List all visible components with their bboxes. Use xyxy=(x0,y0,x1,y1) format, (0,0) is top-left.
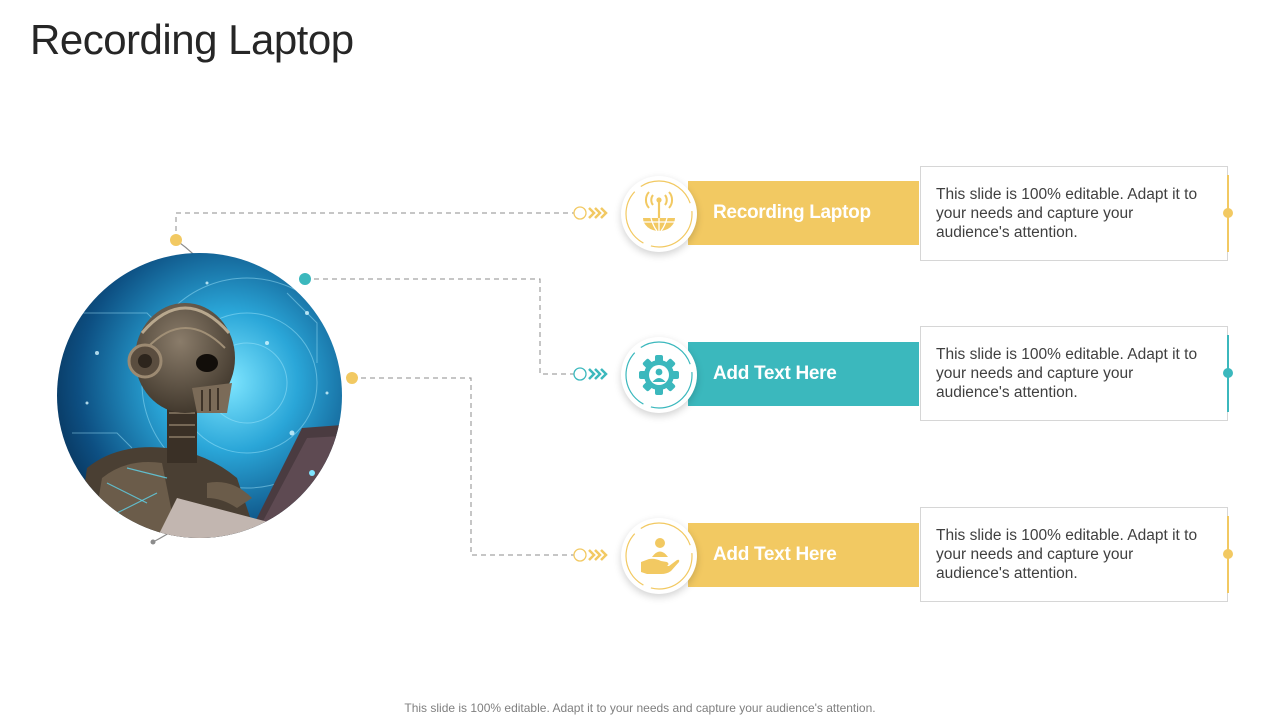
network-globe-icon xyxy=(625,180,693,248)
item-1-heading: Recording Laptop xyxy=(713,202,871,223)
item-3-edge-dot xyxy=(1223,549,1233,559)
connector-2-dot xyxy=(299,273,311,285)
robot-laptop-illustration xyxy=(57,253,342,538)
item-1-banner: Recording Laptop xyxy=(688,181,919,245)
arc-end-dot xyxy=(150,539,156,545)
item-3-heading: Add Text Here xyxy=(713,544,837,565)
connector-1-end xyxy=(573,206,587,220)
connector-3-dot xyxy=(346,372,358,384)
item-2-banner: Add Text Here xyxy=(688,342,919,406)
item-1-description: This slide is 100% editable. Adapt it to… xyxy=(936,186,1198,241)
item-3-description: This slide is 100% editable. Adapt it to… xyxy=(936,527,1198,582)
item-3-icon-disc xyxy=(621,518,697,594)
item-2-description-box: This slide is 100% editable. Adapt it to… xyxy=(920,326,1233,421)
item-1-icon-disc xyxy=(621,176,697,252)
item-3-banner: Add Text Here xyxy=(688,523,919,587)
connector-1-dot xyxy=(170,234,182,246)
item-3-description-box: This slide is 100% editable. Adapt it to… xyxy=(920,507,1233,602)
connector-2-end xyxy=(573,367,587,381)
gear-user-icon xyxy=(625,341,693,409)
footer-note: This slide is 100% editable. Adapt it to… xyxy=(404,701,876,715)
chevrons-2-icon xyxy=(588,368,608,380)
item-2-description: This slide is 100% editable. Adapt it to… xyxy=(936,346,1198,401)
connector-1 xyxy=(175,212,574,240)
connector-3 xyxy=(352,377,574,556)
connector-2 xyxy=(305,278,574,375)
item-2-edge-dot xyxy=(1223,368,1233,378)
item-2-icon-disc xyxy=(621,337,697,413)
chevrons-1-icon xyxy=(588,207,608,219)
slide-title: Recording Laptop xyxy=(30,16,354,63)
item-2-heading: Add Text Here xyxy=(713,363,837,384)
hand-user-icon xyxy=(625,522,693,590)
chevrons-3-icon xyxy=(588,549,608,561)
item-1-description-box: This slide is 100% editable. Adapt it to… xyxy=(920,166,1233,261)
item-1-edge-dot xyxy=(1223,208,1233,218)
connector-3-end xyxy=(573,548,587,562)
